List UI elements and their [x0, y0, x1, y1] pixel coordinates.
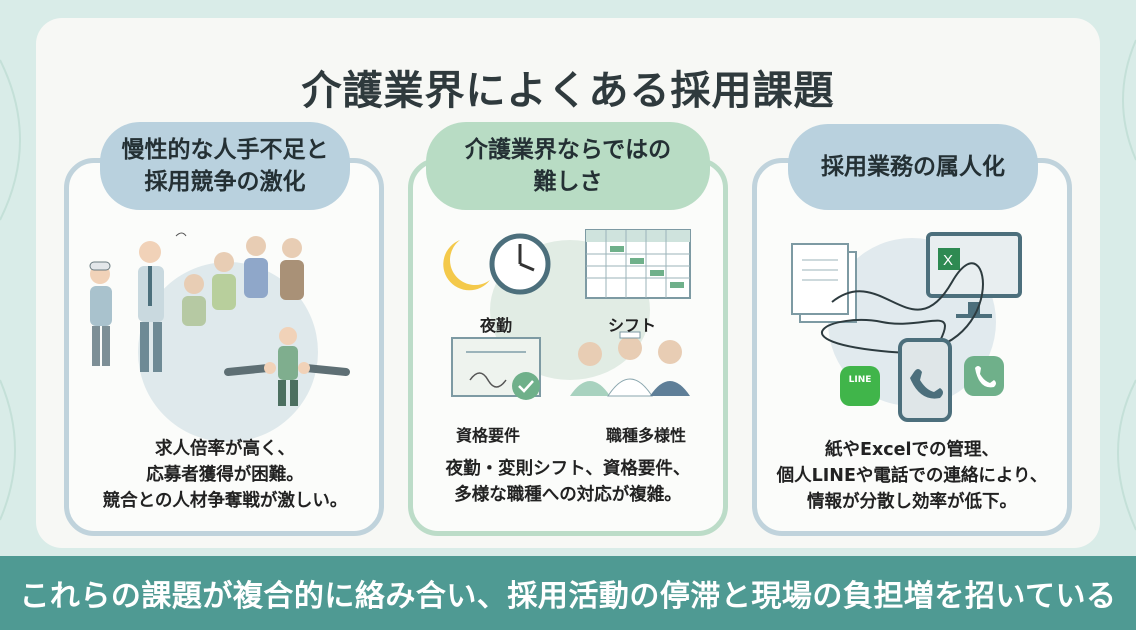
personalization-illustration: X — [791, 232, 1022, 422]
card-heading-staff-shortage: 慢性的な人手不足と 採用競争の激化 — [100, 122, 350, 210]
phone-call-icon — [964, 356, 1004, 396]
card-heading-text: 慢性的な人手不足と 採用競争の激化 — [121, 137, 329, 195]
industry-difficulty-illustration — [443, 229, 691, 400]
staff-group-icon — [570, 331, 690, 397]
label-night-shift: 夜勤 — [480, 316, 513, 335]
moon-icon — [443, 240, 490, 291]
label-qualification: 資格要件 — [456, 426, 521, 445]
label-job-diversity: 職種多様性 — [606, 426, 687, 445]
documents-icon — [791, 243, 857, 323]
card-heading-text: 採用業務の属人化 — [821, 154, 1005, 180]
card-description-industry-difficulty: 夜勤・変則シフト、資格要件、 多様な職種への対応が複雑。 — [445, 459, 691, 505]
label-shift: シフト — [608, 316, 657, 335]
page-title: 介護業界によくある採用課題 — [301, 68, 835, 114]
line-badge-label: LINE — [848, 375, 872, 385]
summary-banner: これらの課題が複合的に絡み合い、採用活動の停滞と現場の負担増を招いている — [0, 556, 1136, 630]
staff-shortage-illustration — [89, 232, 350, 442]
card-heading-personalization: 採用業務の属人化 — [788, 124, 1038, 210]
card-description-personalization: 紙やExcelでの管理、 個人LINEや電話での連絡により、 情報が分散し効率が… — [776, 440, 1048, 512]
certificate-icon — [451, 337, 541, 400]
smartphone-icon — [898, 338, 952, 422]
card-heading-industry-difficulty: 介護業界ならではの 難しさ — [426, 122, 710, 210]
summary-banner-text: これらの課題が複合的に絡み合い、採用活動の停滞と現場の負担増を招いている — [19, 579, 1117, 614]
calendar-grid-icon — [585, 229, 691, 299]
card-heading-text: 介護業界ならではの 難しさ — [464, 137, 672, 195]
line-app-icon — [840, 366, 880, 406]
card-description-staff-shortage: 求人倍率が高く、 応募者獲得が困難。 競合との人材争奪戦が激しい。 — [102, 439, 348, 511]
svg-text:X: X — [943, 252, 953, 269]
